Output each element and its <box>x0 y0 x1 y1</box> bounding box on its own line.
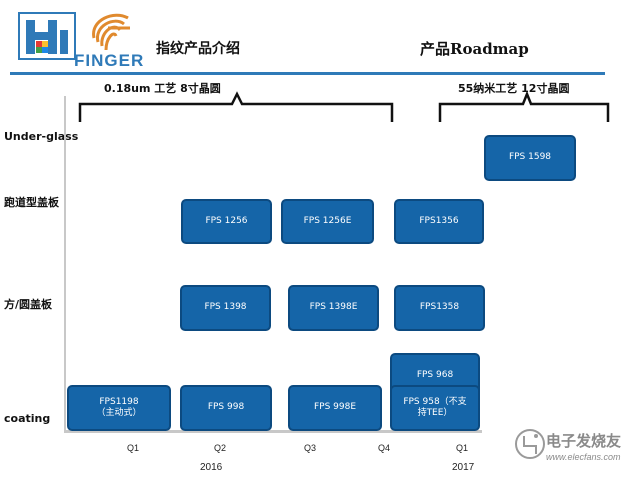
product-box-fps1256: FPS 1256 <box>181 199 272 244</box>
product-box-fps1198: FPS1198 （主动式） <box>67 385 171 431</box>
row-label-coating: coating <box>4 412 51 425</box>
row-label-square-round-cover: 方/圆盖板 <box>4 298 53 311</box>
product-name: FPS 1256 <box>205 215 248 226</box>
process-braces <box>78 90 610 122</box>
brace-label-018um: 0.18um 工艺 8寸晶圆 <box>104 82 221 95</box>
product-box-fps958: FPS 958（不支 持TEE） <box>390 385 480 431</box>
product-box-fps998e: FPS 998E <box>288 385 382 431</box>
product-name: FPS 998 <box>207 402 245 413</box>
product-box-fps1398e: FPS 1398E <box>288 285 379 331</box>
product-name: FPS 998E <box>313 402 357 413</box>
row-label-under-glass: Under-glass <box>4 130 79 143</box>
product-name: FPS1198 <box>99 396 139 407</box>
product-name: FPS 958（不支 <box>403 396 467 407</box>
fingerprint-logo-icon <box>92 13 130 51</box>
product-name: FPS 1598 <box>508 152 552 163</box>
product-note: （主动式） <box>96 408 142 418</box>
product-box-fps1358: FPS1358 <box>394 285 485 331</box>
product-box-fps998: FPS 998 <box>180 385 272 431</box>
product-box-fps1256e: FPS 1256E <box>281 199 374 244</box>
quarter-label: Q4 <box>378 443 391 453</box>
watermark-logo-icon <box>515 429 545 459</box>
quarter-label: Q1 <box>456 443 469 453</box>
product-box-fps1598: FPS 1598 <box>484 135 576 181</box>
quarter-label: Q3 <box>304 443 317 453</box>
product-name: FPS1356 <box>419 215 459 226</box>
product-name: FPS 1256E <box>303 215 352 226</box>
year-label: 2016 <box>200 462 223 473</box>
watermark-url: www.elecfans.com <box>546 452 621 462</box>
product-name: FPS 968 <box>416 370 454 381</box>
vertical-axis <box>64 96 66 432</box>
year-label: 2017 <box>452 462 475 473</box>
company-logo-icon <box>18 12 76 60</box>
product-name: FPS 1398E <box>309 302 358 313</box>
product-name: FPS1358 <box>419 302 460 313</box>
row-label-racetrack-cover: 跑道型盖板 <box>4 196 59 209</box>
product-note: 持TEE） <box>417 408 453 418</box>
quarter-label: Q1 <box>127 443 140 453</box>
page-title: 指纹产品介绍 <box>156 41 240 57</box>
brand-name: FINGER <box>74 51 145 70</box>
timeline-axis <box>64 430 482 433</box>
product-box-fps1398: FPS 1398 <box>180 285 271 331</box>
brace-label-55nm: 55纳米工艺 12寸晶圆 <box>458 82 570 95</box>
product-name: FPS 1398 <box>204 302 247 313</box>
watermark-text: 电子发烧友 <box>546 432 622 450</box>
roadmap-title: 产品Roadmap <box>420 40 529 58</box>
quarter-label: Q2 <box>214 443 227 453</box>
product-box-fps1356: FPS1356 <box>394 199 484 244</box>
header-divider <box>10 72 605 75</box>
